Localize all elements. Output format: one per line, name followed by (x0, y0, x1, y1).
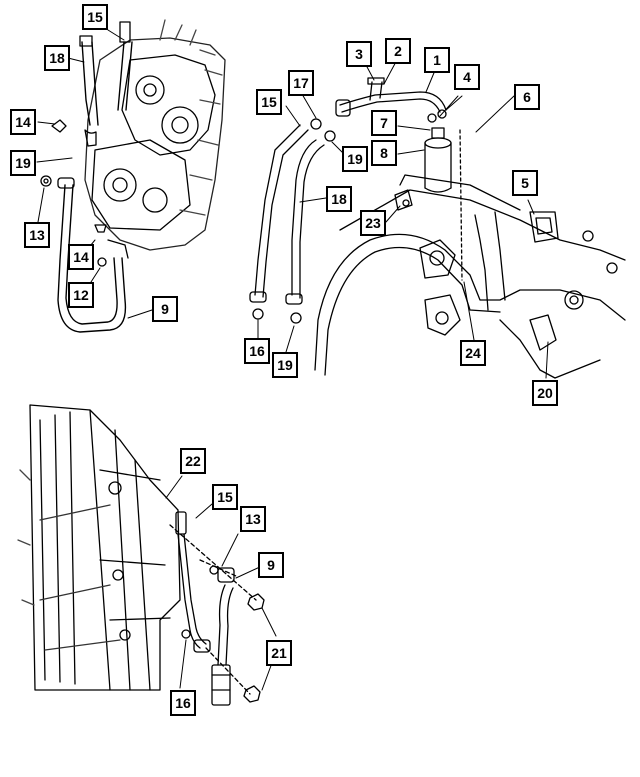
condenser-view (17, 404, 265, 706)
callout-5: 5 (512, 170, 538, 196)
callout-19-drier-upper: 19 (342, 146, 368, 172)
callout-12: 12 (68, 282, 94, 308)
callout-22: 22 (180, 448, 206, 474)
callout-18-engine: 18 (44, 45, 70, 71)
callout-19-engine: 19 (10, 150, 36, 176)
callout-3: 3 (346, 41, 372, 67)
callout-20: 20 (532, 380, 558, 406)
callout-6: 6 (514, 84, 540, 110)
callout-1: 1 (424, 47, 450, 73)
callout-9-engine: 9 (152, 296, 178, 322)
callout-18-drier: 18 (326, 186, 352, 212)
callout-15-engine: 15 (82, 4, 108, 30)
callout-13-condenser: 13 (240, 506, 266, 532)
receiver-drier-view (249, 77, 626, 379)
callout-17: 17 (288, 70, 314, 96)
callout-9-condenser: 9 (258, 552, 284, 578)
callout-15-condenser: 15 (212, 484, 238, 510)
callout-15-drier: 15 (256, 89, 282, 115)
callout-19-drier-lower: 19 (272, 352, 298, 378)
callout-14-engine-lower: 14 (68, 244, 94, 270)
callout-14-engine-upper: 14 (10, 109, 36, 135)
callout-13-engine: 13 (24, 222, 50, 248)
callout-24: 24 (460, 340, 486, 366)
callout-8: 8 (371, 140, 397, 166)
callout-2: 2 (385, 38, 411, 64)
callout-16-drier: 16 (244, 338, 270, 364)
callout-7: 7 (371, 110, 397, 136)
callout-4: 4 (454, 64, 480, 90)
callout-21: 21 (266, 640, 292, 666)
callout-16-condenser: 16 (170, 690, 196, 716)
callout-23: 23 (360, 210, 386, 236)
